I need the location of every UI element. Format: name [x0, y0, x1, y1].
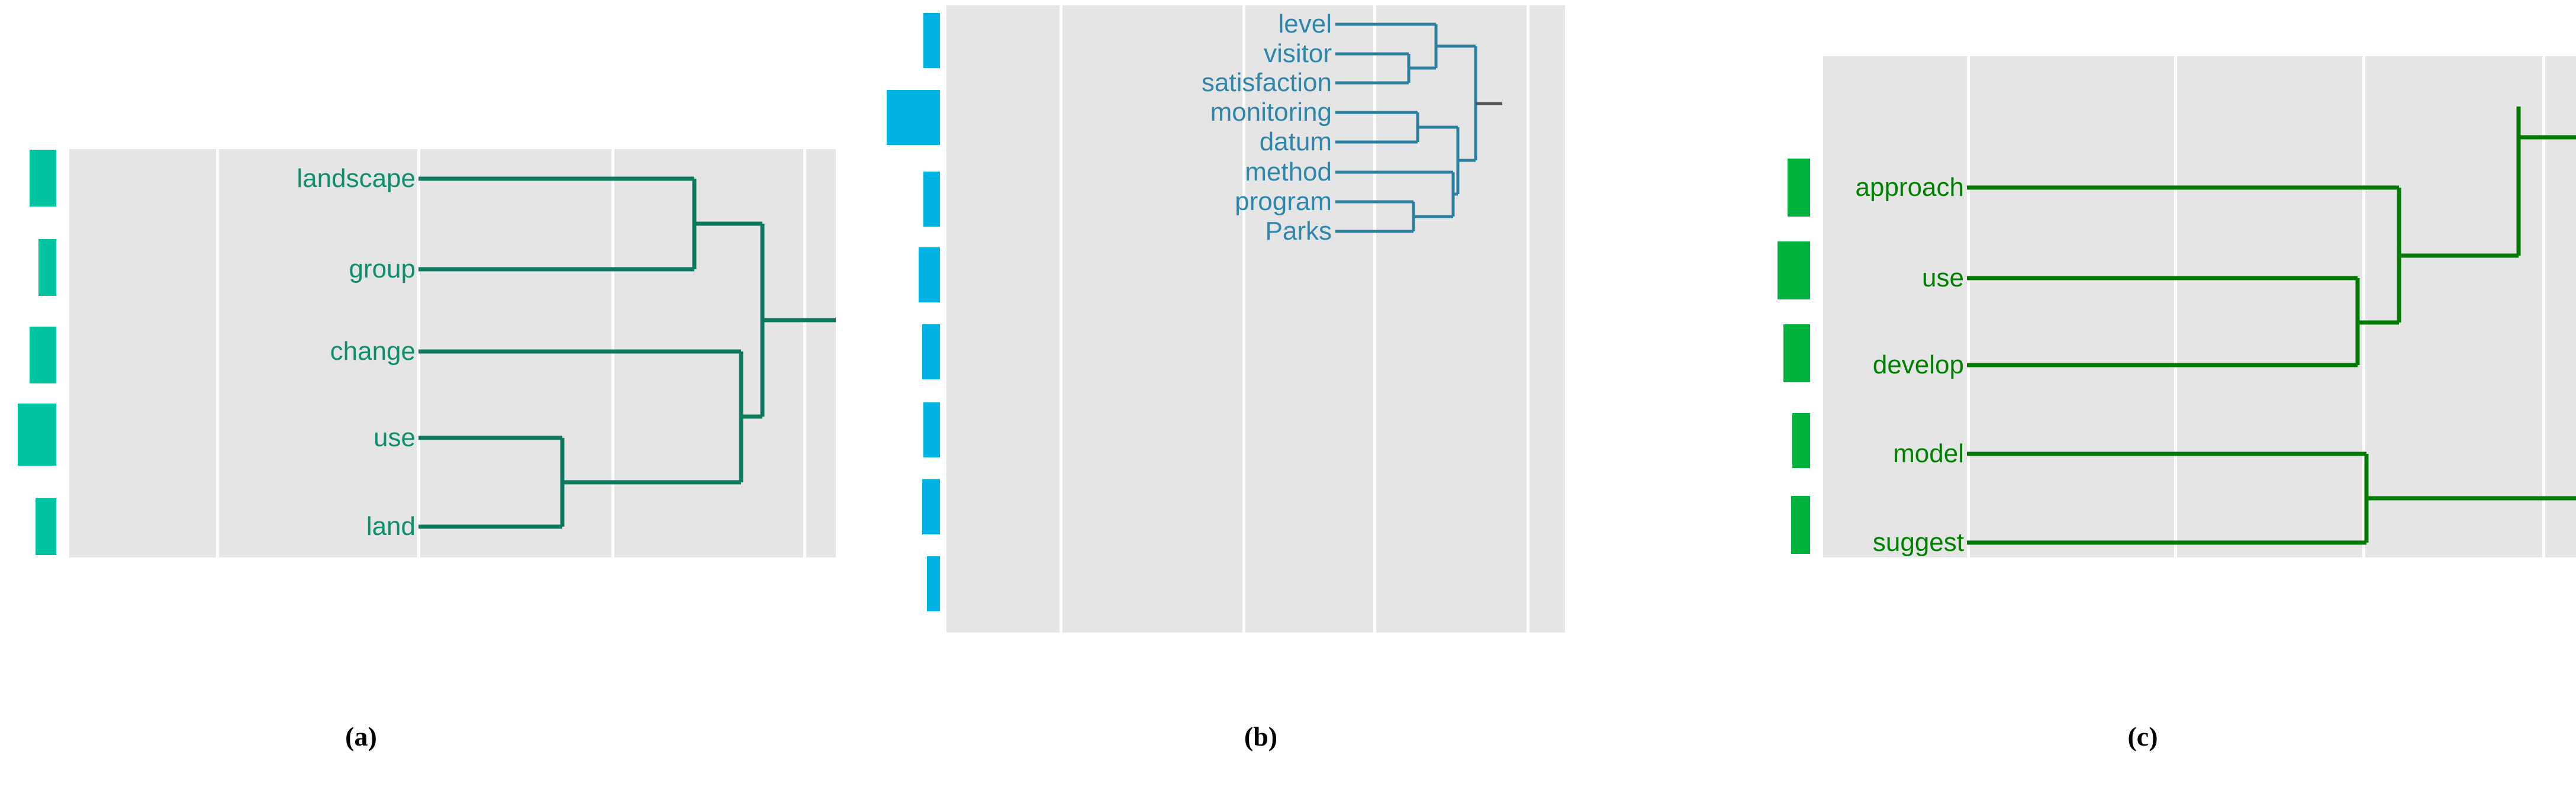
bar-indicator: [923, 402, 940, 457]
panel-b-dendrogram: [1335, 22, 1502, 233]
bar-indicator: [36, 498, 56, 555]
panel-a-bar-strip: [0, 0, 59, 787]
panel-a-caption: (a): [345, 721, 377, 751]
bar-indicator: [30, 150, 56, 207]
leaf-label-datum: datum: [1259, 127, 1332, 156]
leaf-label-develop: develop: [1872, 350, 1964, 379]
leaf-label-suggest: suggest: [1872, 528, 1964, 557]
leaf-label-change: change: [330, 337, 416, 366]
bar-indicator: [923, 13, 940, 68]
bar-indicator: [887, 90, 940, 145]
gridline: [2362, 56, 2365, 557]
leaf-label-landscape: landscape: [297, 164, 416, 193]
leaf-label-land: land: [366, 512, 416, 541]
bar-indicator: [919, 247, 940, 302]
leaf-label-program: program: [1235, 187, 1332, 216]
bar-indicator: [922, 324, 940, 379]
bar-indicator: [922, 479, 940, 534]
gridline: [1060, 5, 1062, 633]
bar-indicator: [927, 556, 940, 611]
leaf-label-level: level: [1278, 9, 1332, 38]
bar-indicator: [18, 404, 56, 466]
panel-b: level visitor satisfaction monitoring da…: [864, 0, 1728, 787]
gridline: [216, 149, 219, 557]
panel-c-dendrogram: [1967, 107, 2576, 545]
bar-indicator: [38, 239, 56, 296]
gridline: [2542, 56, 2545, 557]
bar-indicator: [1791, 496, 1810, 554]
leaf-label-use: use: [1922, 263, 1964, 292]
gridline: [2174, 56, 2177, 557]
bar-indicator: [1788, 159, 1810, 217]
leaf-label-visitor: visitor: [1264, 39, 1332, 68]
gridline: [1967, 56, 1970, 557]
leaf-label-satisfaction: satisfaction: [1201, 68, 1332, 97]
leaf-label-approach: approach: [1855, 173, 1964, 202]
panel-a: landscape group change use land (a): [0, 0, 864, 787]
leaf-label-parks: Parks: [1265, 217, 1332, 246]
panel-c: approach use develop model suggest (c): [1728, 0, 2576, 787]
gridline: [1242, 5, 1245, 633]
leaf-label-monitoring: monitoring: [1210, 98, 1332, 127]
gridline: [803, 149, 806, 557]
panel-b-caption: (b): [1244, 721, 1278, 751]
panel-c-plot-area-main: [1823, 56, 2576, 557]
leaf-label-method: method: [1245, 157, 1332, 186]
bar-indicator: [1778, 241, 1810, 299]
bar-indicator: [923, 172, 940, 227]
bar-indicator: [1783, 324, 1810, 382]
bar-indicator: [1792, 413, 1810, 468]
bar-indicator: [30, 327, 56, 383]
panel-a-dendrogram: [418, 176, 836, 529]
leaf-label-model: model: [1893, 439, 1964, 468]
gridline: [1373, 5, 1376, 633]
panel-c-caption: (c): [2127, 721, 2158, 751]
panel-b-plot-area: [946, 5, 1565, 633]
gridline: [1527, 5, 1530, 633]
panel-c-bar-strip: [1728, 0, 1814, 787]
leaf-label-use: use: [373, 423, 416, 452]
panel-b-bar-strip: [864, 0, 941, 787]
leaf-label-group: group: [349, 254, 416, 283]
